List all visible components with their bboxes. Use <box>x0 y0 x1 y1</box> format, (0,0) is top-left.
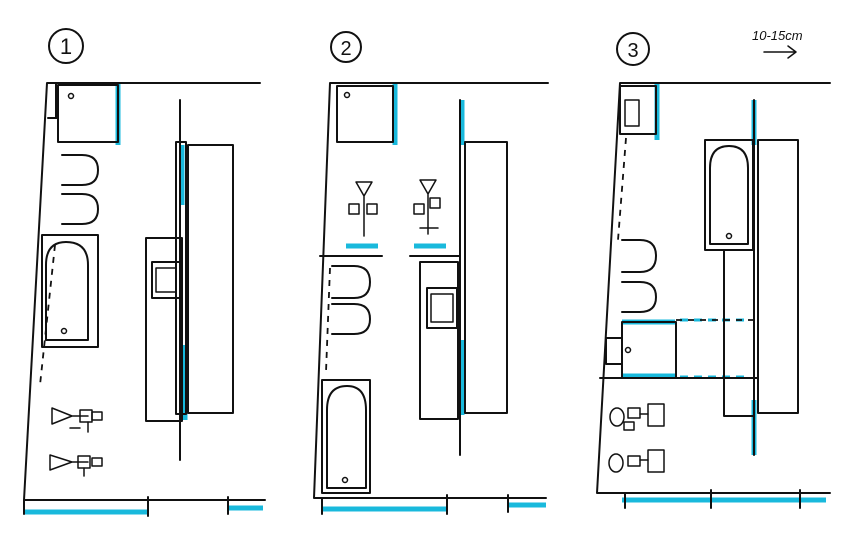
plan-1-bathtub-drain <box>60 327 68 335</box>
plan-1-sink <box>151 261 181 299</box>
plan-3-outer-wall <box>596 82 831 494</box>
plan-1-shower-fixture-1 <box>51 407 103 433</box>
plan-3-number: 3 <box>627 40 638 62</box>
plan-2-bathtub-frame <box>321 379 371 494</box>
plan-1-sink-bowl <box>155 267 177 293</box>
plan-1-shower-fixture-2 <box>49 454 103 477</box>
plan-1-number: 1 <box>60 34 72 59</box>
plan-2-bathtub-drain <box>341 476 349 484</box>
plan-3-toilet-1 <box>621 239 657 273</box>
plan-2-cabinet <box>336 85 394 143</box>
plan-1-cabinet <box>57 84 119 143</box>
plan-2-number-badge: 2 <box>330 31 362 63</box>
plan-3-annotation: 10-15cm <box>752 28 803 59</box>
plan-2-bathtub <box>326 385 367 489</box>
plan-3-number-badge: 3 <box>616 32 650 66</box>
plan-3-annotation-text: 10-15cm <box>752 28 803 43</box>
plan-1-bathtub <box>45 241 89 341</box>
plan-3-shower-fixture-1 <box>609 403 665 431</box>
plan-1-bathtub-frame <box>41 234 99 348</box>
plan-2-toilet-2 <box>331 303 371 335</box>
plan-2-number: 2 <box>340 38 351 60</box>
plan-2-vanity-counter <box>419 261 459 420</box>
plan-3-vanity-counter <box>723 249 755 417</box>
plan-3-bottom-jambs <box>624 489 801 509</box>
plan-1-vanity-counter <box>145 237 183 422</box>
plan-2-sink-bowl <box>430 293 454 323</box>
plan-3-bathtub <box>709 145 749 245</box>
plan-2-outer-wall <box>313 82 549 499</box>
plan-2-bottom-jambs <box>321 494 509 515</box>
plan-1-bottom-jambs <box>23 496 229 517</box>
plan-2-sink <box>426 287 458 329</box>
plan-2-cabinet-knob <box>343 91 351 99</box>
plan-2: 2 <box>313 31 549 515</box>
plan-1-toilet-1 <box>61 154 99 186</box>
plan-2-shower-fixture-2 <box>413 179 441 235</box>
plan-3-toilet-2 <box>621 281 657 313</box>
plan-1-toilet-2 <box>61 193 99 225</box>
plan-2-tall-cabinet <box>464 141 508 414</box>
plan-1-outer-wall <box>23 82 266 501</box>
plan-1: 1 <box>23 28 266 517</box>
right-arrow-icon <box>763 45 797 59</box>
plan-1-number-badge: 1 <box>48 28 84 64</box>
plan-3-door-knob <box>624 346 632 354</box>
plan-3-tall-cabinet <box>757 139 799 414</box>
plan-1-wall-jamb <box>47 82 59 119</box>
plan-3-bathtub-drain <box>725 232 733 240</box>
plan-1-cabinet-knob <box>67 92 75 100</box>
plan-3: 3 10-15cm <box>596 28 831 509</box>
plan-1-tall-cabinet <box>187 144 234 414</box>
plan-3-shower-fixture-2 <box>608 449 665 473</box>
plan-3-cabinet-door <box>624 99 640 127</box>
plan-3-door-leaf <box>605 337 623 365</box>
plan-2-shower-fixture-1 <box>348 181 378 237</box>
plan-3-cabinet <box>619 85 657 135</box>
plan-2-toilet-1 <box>331 265 371 299</box>
plan-2-dashed-line <box>325 267 331 373</box>
plan-3-dashed-line <box>617 137 627 241</box>
